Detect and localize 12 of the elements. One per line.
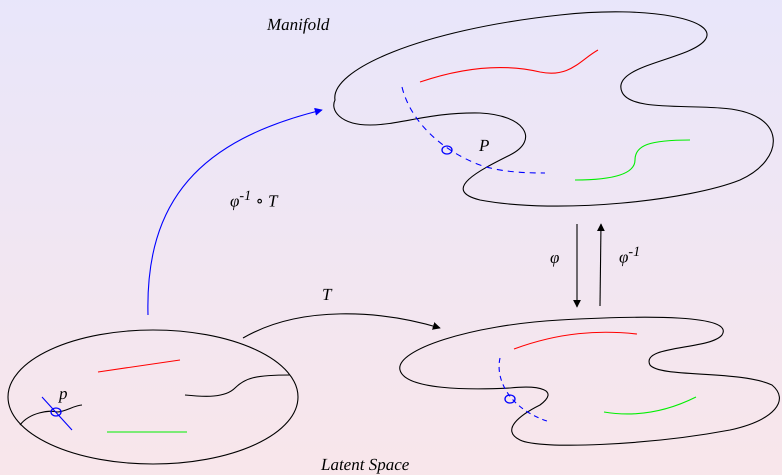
point-label: p [57, 384, 68, 403]
point-label: P [478, 136, 490, 155]
arrow [242, 313, 441, 338]
region-title: Latent Space [321, 456, 410, 473]
edge-label: T [321, 285, 334, 304]
edge-label: φ [549, 248, 560, 267]
region-title: Manifold [267, 16, 330, 33]
edge-label: φ$^{-1}$ ∘ T [229, 188, 280, 211]
arrow [147, 108, 323, 315]
arrow [596, 223, 605, 306]
arrow [573, 224, 581, 308]
edge-label: φ$^{-1}$ [618, 244, 642, 267]
